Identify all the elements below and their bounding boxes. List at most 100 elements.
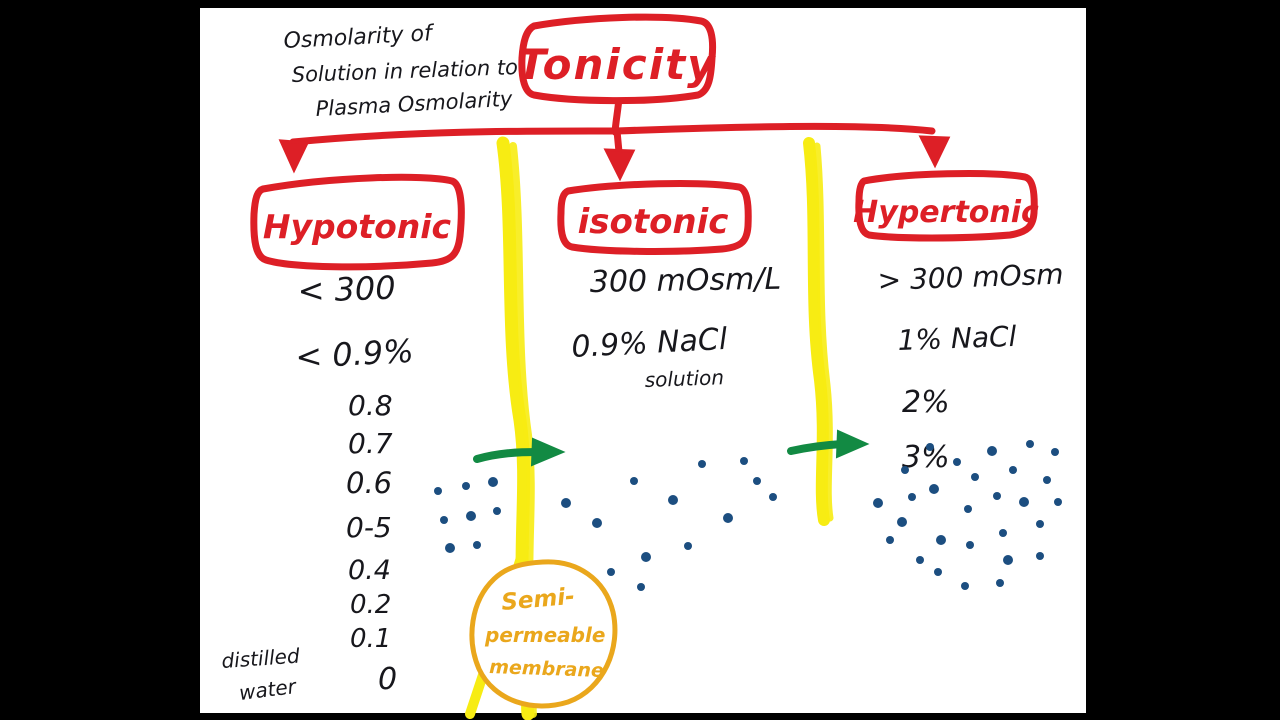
solute-dot (630, 477, 638, 485)
isotonic-label: isotonic (578, 202, 729, 242)
hypotonic-node: Hypotonic (250, 173, 465, 271)
distilled-water-line-1: distilled (221, 644, 301, 673)
solute-dot (488, 477, 498, 487)
solute-dot (1026, 440, 1034, 448)
solute-dot (684, 542, 692, 550)
solute-dot (993, 492, 1001, 500)
hypotonic-box (250, 173, 465, 271)
right-membrane-line (803, 137, 830, 526)
solute-dot (445, 543, 455, 553)
hypertonic-osmolarity: > 300 mOsm (877, 258, 1064, 297)
solute-dot (493, 507, 501, 515)
solute-dot (668, 495, 678, 505)
hypotonic-osmolarity: < 300 (297, 269, 396, 310)
dilution-value: 0.1 (350, 624, 391, 654)
tonicity-label: Tonicity (517, 40, 716, 89)
solute-dot (971, 473, 979, 481)
solute-dot (1009, 466, 1017, 474)
membrane-callout: Semi- permeable membrane (469, 559, 618, 709)
hypertonic-node: Hypertonic (853, 170, 1039, 242)
tonicity-box (518, 13, 717, 105)
solute-dot (916, 556, 924, 564)
dilution-value: 0.2 (350, 590, 391, 620)
connector-center-drop (613, 127, 623, 156)
membrane-label-line-3: membrane (489, 656, 604, 682)
dilution-value: 0.6 (346, 466, 392, 500)
solute-dot (462, 482, 470, 490)
solute-dot (886, 536, 894, 544)
solute-dot (901, 466, 909, 474)
solute-dot (1054, 498, 1062, 506)
solute-dot (987, 446, 997, 456)
solute-dot (434, 487, 442, 495)
solute-dot (873, 498, 883, 508)
hypotonic-label: Hypotonic (263, 207, 452, 246)
dilution-value: 0.4 (348, 555, 391, 586)
solute-dot (592, 518, 602, 528)
solute-dot (561, 498, 571, 508)
dilution-value: 0-5 (346, 511, 392, 544)
flow-arrow-left-head-icon (530, 437, 566, 467)
water-flow-arrows (473, 429, 870, 467)
right-membrane-line-2 (813, 142, 834, 522)
solute-dot (740, 457, 748, 465)
isotonic-box (557, 180, 752, 255)
flow-arrow-right-head-icon (835, 429, 870, 459)
solute-dot (473, 541, 481, 549)
solute-dot (641, 552, 651, 562)
solute-dot (999, 529, 1007, 537)
solute-dots-isotonic (561, 457, 777, 591)
solute-dot (964, 505, 972, 513)
solute-dot (723, 513, 733, 523)
arrowhead-right-icon (918, 135, 951, 169)
hypertonic-concentration: 1% NaCl (897, 320, 1017, 357)
solute-dot (966, 541, 974, 549)
dilution-value: 0 (378, 662, 397, 697)
whiteboard-canvas (200, 8, 1086, 713)
solute-dot (926, 443, 934, 451)
solute-dot (936, 535, 946, 545)
solute-dot (466, 511, 476, 521)
hypertonic-box (855, 170, 1038, 242)
hypotonic-saline: < 0.9% (294, 332, 414, 376)
solute-dot (1003, 555, 1013, 565)
arrowhead-center-icon (603, 148, 636, 182)
membrane-circle (469, 559, 618, 709)
solute-dots-hypotonic (434, 477, 501, 553)
hypertonic-concentration: 2% (902, 385, 950, 420)
dilution-value: 0.7 (348, 427, 393, 460)
tonicity-node: Tonicity (517, 13, 717, 105)
solute-dot (934, 568, 942, 576)
hypotonic-values: < 300 < 0.9% 0.8 0.7 0.6 0-5 0.4 0.2 0.1… (221, 269, 415, 705)
solute-dot (908, 493, 916, 501)
solute-dot (698, 460, 706, 468)
isotonic-values: 300 mOsm/L 0.9% NaCl solution (571, 262, 782, 392)
hypertonic-label: Hypertonic (853, 195, 1039, 230)
solute-dot (637, 583, 645, 591)
solute-dot (996, 579, 1004, 587)
solute-dot (961, 582, 969, 590)
solute-dot (1036, 520, 1044, 528)
solute-dot (769, 493, 777, 501)
solute-dot (953, 458, 961, 466)
membrane-label-line-2: permeable (484, 623, 605, 647)
solute-dot (753, 477, 761, 485)
solute-dot (1051, 448, 1059, 456)
connector-tree (278, 94, 951, 182)
solute-dot (929, 484, 939, 494)
solute-dot (440, 516, 448, 524)
solute-dot (1019, 497, 1029, 507)
dilution-value: 0.8 (348, 389, 393, 422)
arrowhead-left-icon (278, 139, 310, 174)
isotonic-osmolarity: 300 mOsm/L (590, 262, 782, 300)
solute-dot (1043, 476, 1051, 484)
solute-dots-hypertonic (873, 440, 1062, 590)
membrane-label-line-1: Semi- (500, 584, 576, 616)
solute-dot (607, 568, 615, 576)
isotonic-node: isotonic (557, 180, 752, 255)
solute-dot (1036, 552, 1044, 560)
isotonic-saline: 0.9% NaCl (571, 322, 729, 365)
hypertonic-values: > 300 mOsm 1% NaCl 2% 3% (877, 258, 1064, 475)
